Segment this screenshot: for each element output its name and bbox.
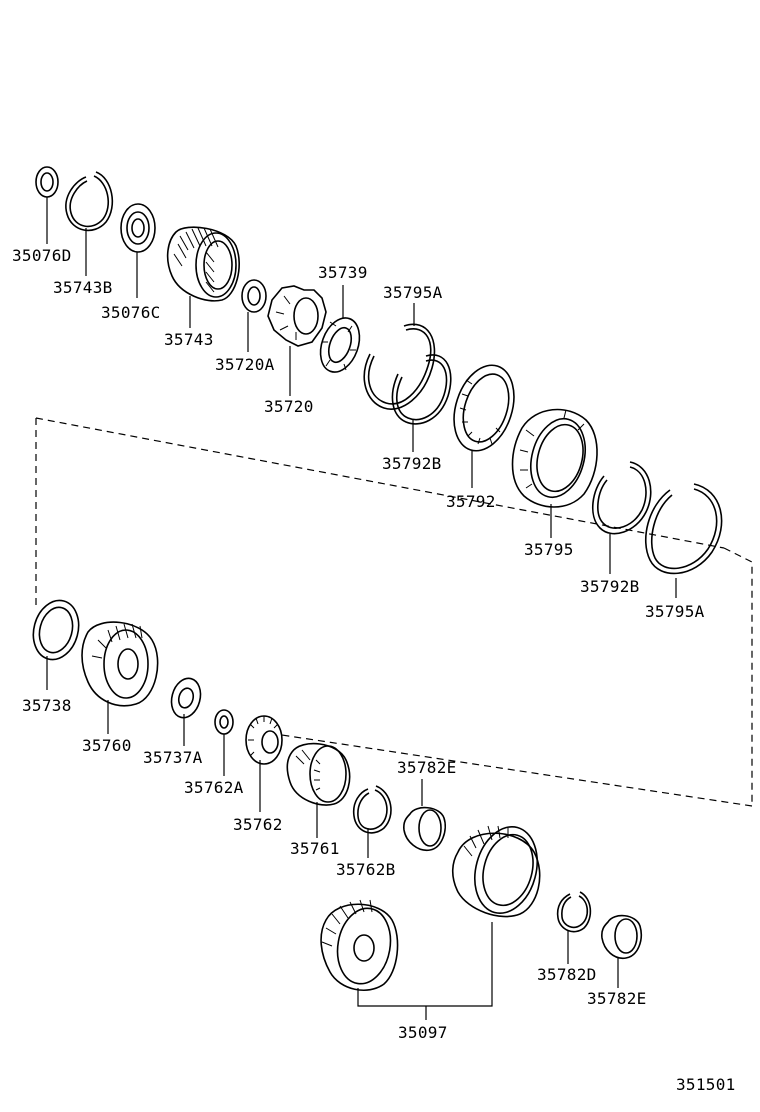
label-35782E-top: 35782E <box>397 758 457 777</box>
label-35743: 35743 <box>164 330 214 349</box>
label-35738: 35738 <box>22 696 72 715</box>
part-35097-drum <box>451 825 541 918</box>
part-35782D-snap-ring <box>556 891 592 933</box>
label-35782E-bottom: 35782E <box>587 989 647 1008</box>
label-35737A: 35737A <box>143 748 203 767</box>
part-35795-outer-race <box>511 408 598 508</box>
label-35795A-top: 35795A <box>383 283 443 302</box>
part-35720A-washer <box>241 279 267 313</box>
part-35792B-snap-ring-bottom <box>592 461 652 535</box>
label-35795: 35795 <box>524 540 574 559</box>
leader-lines <box>46 197 677 1020</box>
label-35097: 35097 <box>398 1023 448 1042</box>
part-labels: 35076D 35743B 35076C 35743 35720A 35720 … <box>12 246 736 1094</box>
label-35076C: 35076C <box>101 303 161 322</box>
label-35762B: 35762B <box>336 860 396 879</box>
label-35782D: 35782D <box>537 965 597 984</box>
label-35792: 35792 <box>446 492 496 511</box>
label-35762: 35762 <box>233 815 283 834</box>
part-35782E-bearing-top <box>403 806 446 852</box>
part-35762-sun-gear <box>245 715 283 765</box>
label-35761: 35761 <box>290 839 340 858</box>
part-35737A-washer <box>170 677 202 719</box>
label-35743B: 35743B <box>53 278 113 297</box>
part-35738-plate <box>32 599 80 661</box>
label-35720A: 35720A <box>215 355 275 374</box>
label-35762A: 35762A <box>184 778 244 797</box>
label-35792B-bottom: 35792B <box>580 577 640 596</box>
label-35076D: 35076D <box>12 246 72 265</box>
part-35792B-snap-ring-top <box>391 354 452 425</box>
label-35795A-bottom: 35795A <box>645 602 705 621</box>
part-35795A-snap-ring-top <box>363 323 436 410</box>
diagram-id: 351501 <box>676 1075 736 1094</box>
part-35760-carrier <box>81 621 159 707</box>
part-35795A-snap-ring-bottom <box>644 483 723 575</box>
label-35720: 35720 <box>264 397 314 416</box>
part-35739-plate <box>319 317 361 373</box>
part-35762B-snap-ring <box>352 785 392 834</box>
label-35792B-top: 35792B <box>382 454 442 473</box>
dashed-assembly-boundary <box>35 417 753 807</box>
part-35720-hub <box>267 285 327 347</box>
part-35792-one-way-clutch <box>453 364 515 452</box>
part-35076C-thrust-bearing <box>120 203 156 253</box>
label-35739: 35739 <box>318 263 368 282</box>
part-35761-ring-gear <box>286 742 351 806</box>
part-35782E-bearing-bottom <box>601 914 642 960</box>
label-35760: 35760 <box>82 736 132 755</box>
part-35097-gear <box>320 899 399 992</box>
part-35762A-washer <box>214 709 234 735</box>
part-35743B-snap-ring <box>65 171 114 232</box>
part-35743-ring-gear <box>166 226 240 302</box>
part-35076D-washer <box>35 166 59 198</box>
